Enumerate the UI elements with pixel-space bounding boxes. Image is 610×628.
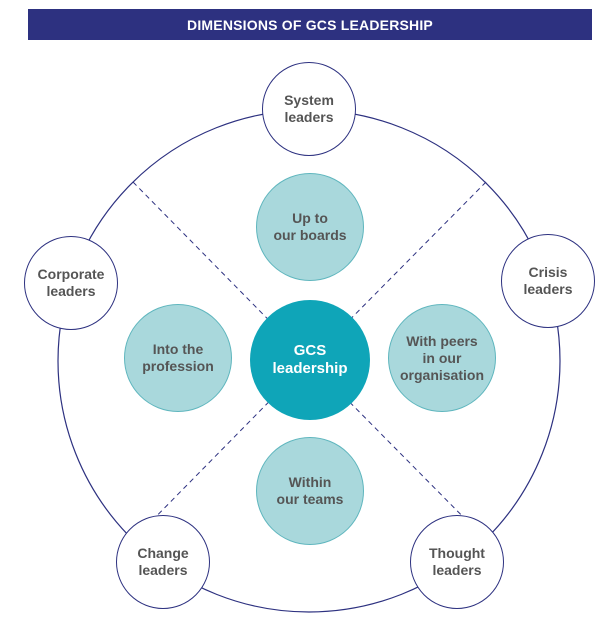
node-label: Crisis leaders (523, 264, 573, 297)
node-label: System leaders (284, 92, 334, 125)
node-thought-leaders: Thought leaders (410, 515, 504, 609)
node-crisis-leaders: Crisis leaders (501, 234, 595, 328)
node-up-to-our-boards: Up to our boards (256, 173, 364, 281)
node-label: Corporate leaders (37, 266, 105, 299)
node-label: With peers in our organisation (399, 332, 484, 383)
node-with-peers: With peers in our organisation (388, 304, 496, 412)
node-label: Into the profession (142, 341, 214, 374)
node-gcs-leadership: GCS leadership (250, 300, 370, 420)
node-corporate-leaders: Corporate leaders (24, 236, 118, 330)
node-system-leaders: System leaders (262, 62, 356, 156)
node-into-the-profession: Into the profession (124, 304, 232, 412)
node-label: Within our teams (276, 474, 344, 507)
node-label: GCS leadership (272, 342, 348, 377)
node-label: Change leaders (137, 545, 189, 578)
diagram-title: DIMENSIONS OF GCS LEADERSHIP (28, 9, 592, 40)
node-within-our-teams: Within our teams (256, 437, 364, 545)
node-label: Thought leaders (429, 545, 485, 578)
node-label: Up to our boards (273, 210, 347, 243)
node-change-leaders: Change leaders (116, 515, 210, 609)
